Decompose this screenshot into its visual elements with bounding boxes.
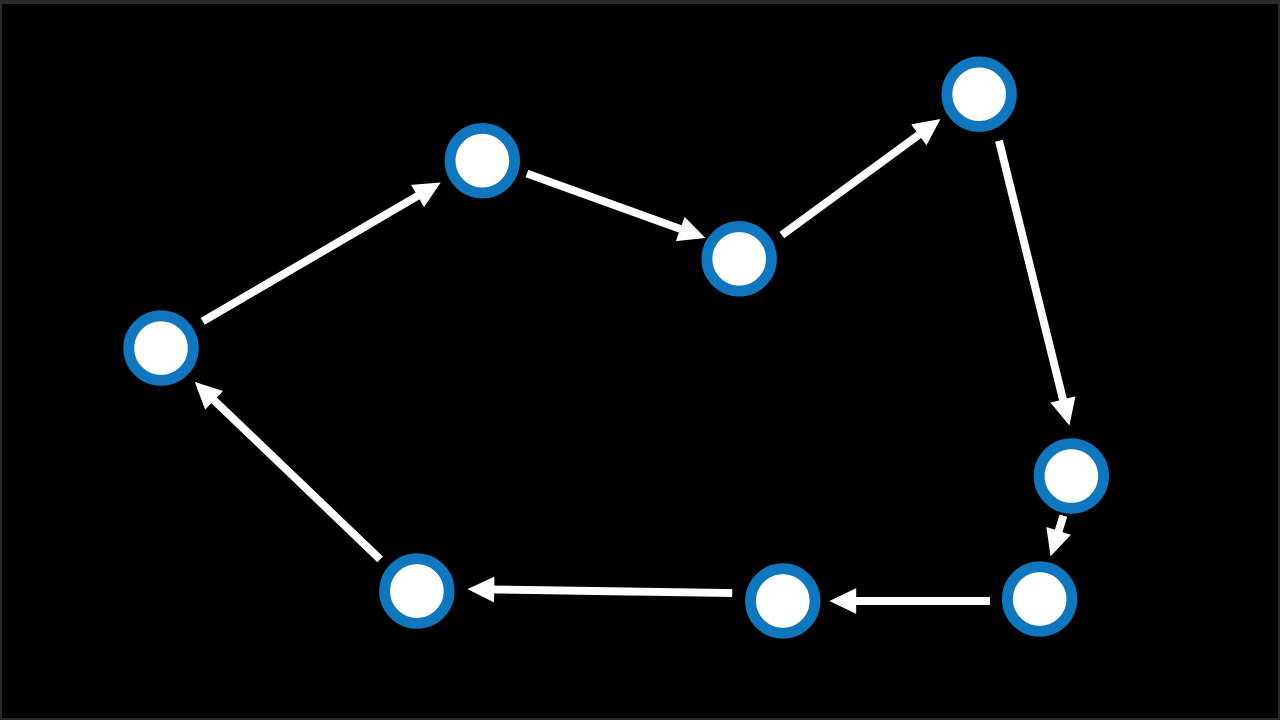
edge-arrow-top-right-to-right <box>995 139 1076 426</box>
graph-node-upper-left <box>444 123 521 199</box>
graph-node-right <box>1033 438 1110 514</box>
graph-node-bottom-middle <box>745 563 821 639</box>
edge-arrow-middle-top-to-top-right <box>779 119 941 239</box>
edge-arrow-bottom-middle-to-bottom-left <box>467 576 733 603</box>
edge-arrow-bottom-left-to-left <box>194 381 383 563</box>
graph-node-left <box>123 310 199 386</box>
edge-arrow-bottom-right-to-bottom-middle <box>829 588 991 614</box>
diagram-svg <box>123 56 1110 639</box>
edge-arrow-left-to-upper-left <box>200 182 441 325</box>
edge-arrow-upper-left-to-middle-top <box>525 169 706 242</box>
edge-arrow-right-to-bottom-right <box>1046 514 1071 557</box>
graph-node-bottom-left <box>379 553 455 629</box>
graph-node-top-right <box>941 56 1017 132</box>
graph-node-bottom-right <box>1001 561 1078 637</box>
graph-node-middle-top <box>701 221 777 297</box>
